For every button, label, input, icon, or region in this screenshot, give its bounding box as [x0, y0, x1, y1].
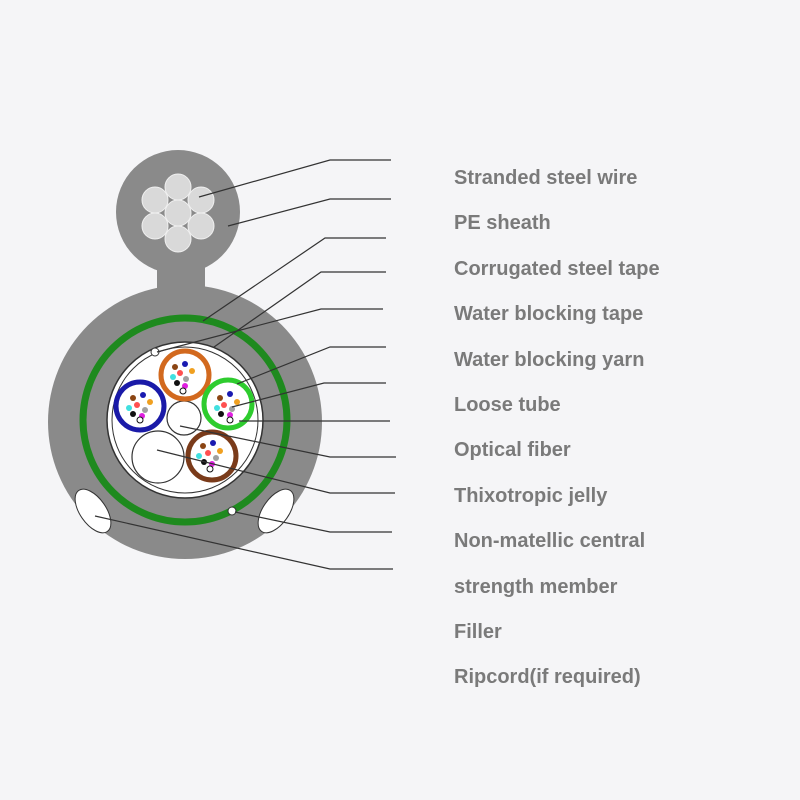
label-optical-fiber: Optical fiber — [454, 439, 571, 462]
side-strength-member-right — [257, 488, 295, 534]
label-ripcord: Ripcord(if required) — [454, 666, 641, 689]
label-loose-tube: Loose tube — [454, 393, 561, 416]
filler — [131, 430, 185, 484]
central-strength-member — [166, 400, 202, 436]
label-water-blocking-tape: Water blocking tape — [454, 303, 644, 326]
leader-water-blocking-yarn — [156, 308, 383, 353]
leader-corrugated-steel-tape — [202, 237, 386, 322]
leader-stranded-steel-wire — [198, 159, 391, 198]
component-label-list: Stranded steel wire PE sheath Corrugated… — [454, 164, 660, 709]
leader-loose-tube — [236, 346, 386, 385]
leader-side-member — [94, 515, 393, 570]
ripcord-dot-bottom — [227, 506, 237, 516]
leader-water-blocking-tape — [213, 271, 386, 348]
stranded-steel-wires — [141, 173, 215, 253]
loose-tube-orange — [158, 348, 212, 402]
side-strength-member-left — [74, 488, 112, 534]
loose-tube-blue — [113, 379, 167, 433]
loose-tube-brown — [185, 429, 239, 483]
corrugated-steel-tape — [79, 314, 291, 526]
label-stranded-steel-wire: Stranded steel wire — [454, 167, 638, 189]
leader-pe-sheath — [227, 198, 391, 227]
leader-filler — [156, 449, 395, 494]
loose-tube-green — [201, 377, 255, 431]
label-thixotropic-jelly: Thixotropic jelly — [454, 484, 608, 507]
leader-central-member — [179, 425, 396, 458]
label-pe-sheath: PE sheath — [454, 212, 551, 235]
leader-lines — [94, 159, 396, 570]
label-non-metallic-central: Non-matellic central — [454, 530, 646, 553]
leader-ripcord — [234, 511, 392, 533]
label-strength-member: strength member — [454, 575, 618, 598]
label-corrugated-steel-tape: Corrugated steel tape — [454, 257, 660, 280]
leader-optical-fiber — [231, 382, 386, 408]
label-filler: Filler — [454, 620, 502, 643]
label-water-blocking-yarn: Water blocking yarn — [454, 348, 645, 371]
